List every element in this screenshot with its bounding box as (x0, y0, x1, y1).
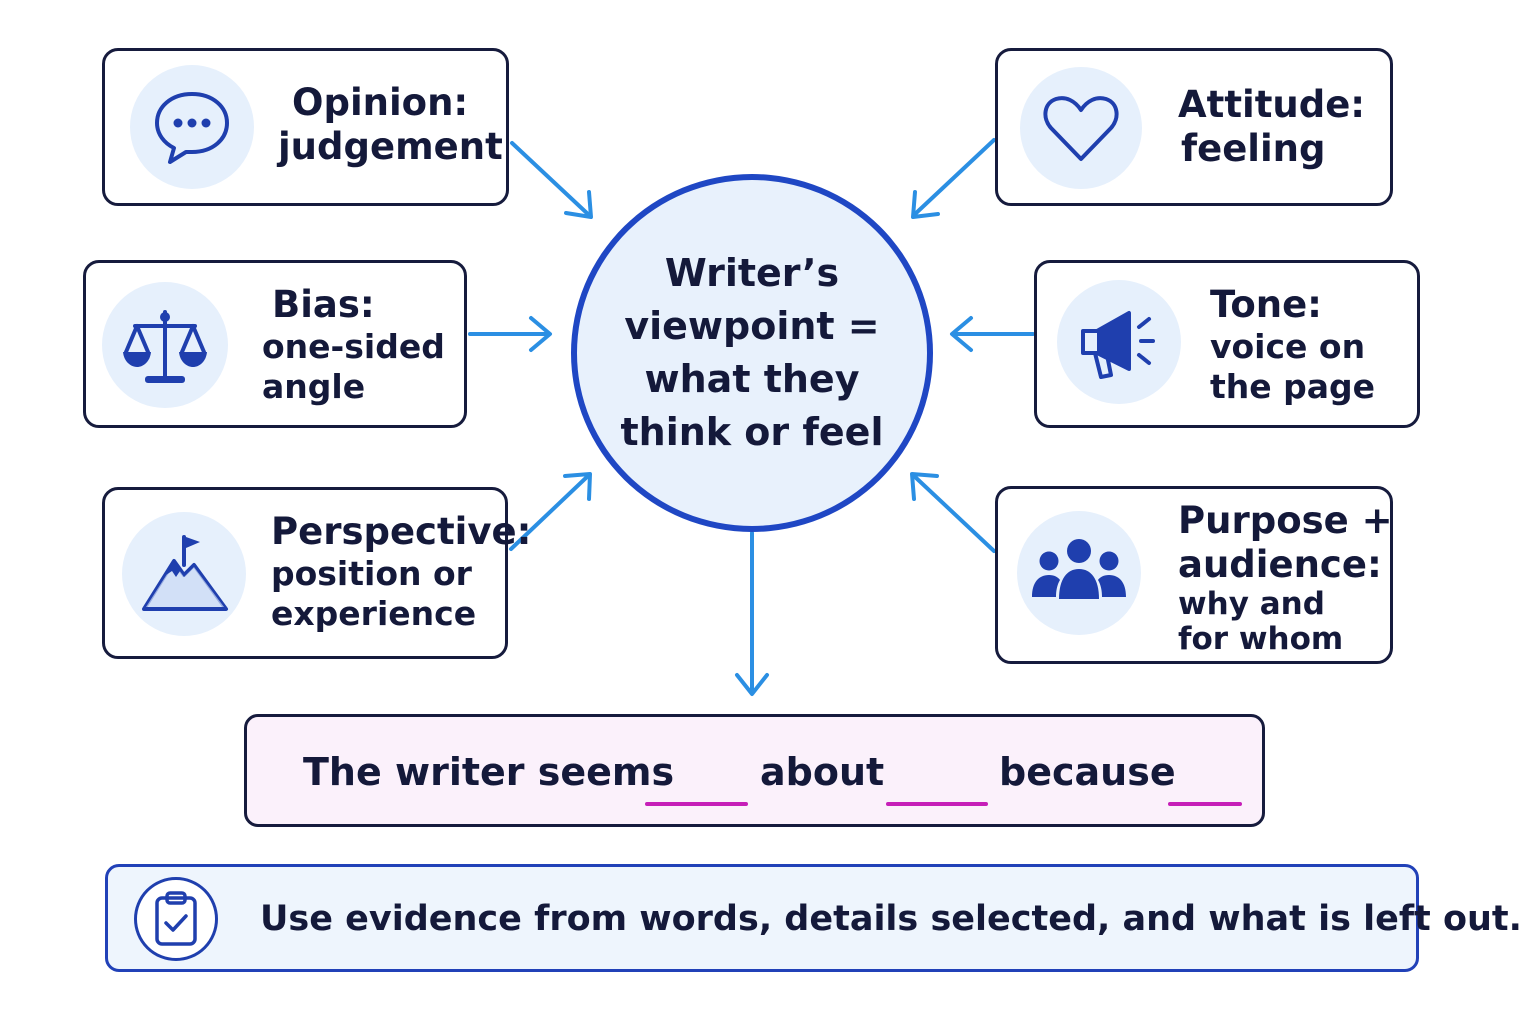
purpose-sub-1: why and (1178, 586, 1325, 622)
arrow-bias (468, 316, 552, 352)
attitude-head: Attitude: (1178, 83, 1366, 126)
purpose-sub-2: for whom (1178, 621, 1344, 657)
speech-bubble-icon (130, 65, 254, 189)
sentence-part-1: The writer seems (303, 750, 675, 794)
opinion-card: Opinion: judgement (102, 48, 509, 206)
opinion-head: Opinion: (292, 81, 469, 124)
perspective-label: Perspective: position or experience (271, 510, 531, 634)
tone-label: Tone: voice on the page (1210, 283, 1375, 407)
perspective-card: Perspective: position or experience (102, 487, 531, 659)
arrow-attitude (911, 138, 996, 219)
evidence-tip-box: Use evidence from words, details selecte… (105, 864, 1522, 972)
central-concept-circle: Writer’s viewpoint = what they think or … (571, 174, 933, 532)
sentence-blank-3[interactable] (1168, 802, 1242, 806)
central-concept-text: Writer’s viewpoint = what they think or … (620, 251, 884, 454)
tone-sub-1: voice on (1210, 327, 1366, 366)
purpose-head-1: Purpose + (1178, 499, 1393, 542)
megaphone-icon (1057, 280, 1181, 404)
scales-icon (102, 282, 228, 408)
attitude-label: Attitude: feeling (1178, 83, 1365, 171)
sentence-part-2: about (760, 750, 885, 794)
opinion-sub: judgement (278, 125, 503, 168)
arrow-purpose (910, 472, 996, 553)
arrow-tone (950, 316, 1035, 352)
sentence-part-3: because (999, 750, 1176, 794)
sentence-blank-2[interactable] (886, 802, 988, 806)
arrow-opinion (510, 141, 593, 219)
bias-head: Bias: (272, 283, 375, 326)
bias-card: Bias: one-sided angle (83, 260, 467, 428)
clipboard-check-icon (134, 877, 218, 961)
evidence-tip-text: Use evidence from words, details selecte… (260, 899, 1522, 939)
perspective-head: Perspective: (271, 510, 532, 553)
heart-icon (1020, 67, 1142, 189)
purpose-head-2: audience: (1178, 543, 1382, 586)
arrow-to-sentence (735, 531, 769, 696)
perspective-sub-2: experience (271, 594, 477, 633)
sentence-frame: The writer seems about because (244, 714, 1265, 827)
tone-card: Tone: voice on the page (1034, 260, 1420, 428)
purpose-card: Purpose + audience: why and for whom (995, 486, 1393, 664)
perspective-sub-1: position or (271, 554, 472, 593)
bias-label: Bias: one-sided angle (262, 283, 445, 407)
mountain-flag-icon (122, 512, 246, 636)
opinion-label: Opinion: judgement (278, 81, 503, 169)
bias-sub-2: angle (262, 367, 366, 406)
bias-sub-1: one-sided (262, 327, 445, 366)
attitude-sub: feeling (1181, 127, 1326, 170)
tone-sub-2: the page (1210, 367, 1376, 406)
arrow-perspective (509, 472, 592, 551)
attitude-card: Attitude: feeling (995, 48, 1393, 206)
people-group-icon (1017, 511, 1141, 635)
sentence-blank-1[interactable] (645, 802, 748, 806)
purpose-label: Purpose + audience: why and for whom (1178, 499, 1393, 657)
tone-head: Tone: (1210, 283, 1322, 326)
